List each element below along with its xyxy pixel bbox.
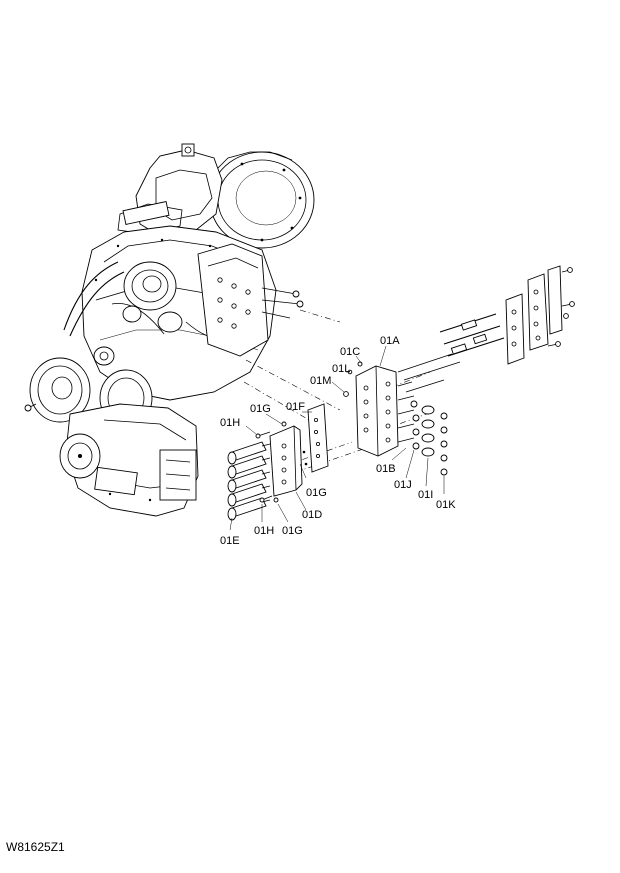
- leader-lines: [229, 345, 445, 531]
- valve-body-01A: [355, 365, 399, 457]
- converter-housing: [209, 151, 315, 249]
- connector-tubes: [397, 313, 505, 393]
- solenoid-block-01D: [269, 403, 329, 497]
- callout-01J: 01J: [394, 479, 412, 491]
- callout-01H-top: 01H: [220, 417, 240, 429]
- transmission-assembly: [24, 143, 315, 517]
- screws-01H-01G: [255, 421, 287, 503]
- callout-01E: 01E: [220, 535, 240, 547]
- callout-01L: 01L: [332, 363, 350, 375]
- callout-01D: 01D: [302, 509, 322, 521]
- callout-01C: 01C: [340, 346, 360, 358]
- cover-plates: [505, 265, 575, 365]
- center-lines: [243, 309, 433, 473]
- callout-01A: 01A: [380, 335, 400, 347]
- callout-01K: 01K: [436, 499, 456, 511]
- callout-01B: 01B: [376, 463, 396, 475]
- upper-housing: [117, 143, 223, 237]
- callout-01I: 01I: [418, 489, 433, 501]
- figure-code: W81625Z1: [6, 840, 65, 854]
- callout-01G-right: 01G: [306, 487, 327, 499]
- solenoid-coils-01E: [227, 441, 271, 521]
- spool-set: [397, 381, 448, 476]
- callout-01F: 01F: [286, 401, 305, 413]
- callout-01G-top: 01G: [250, 403, 271, 415]
- callout-01G-bottom: 01G: [282, 525, 303, 537]
- callout-01M: 01M: [310, 375, 331, 387]
- lower-gearbox: [59, 403, 199, 517]
- valve-mount-block: [197, 243, 304, 357]
- callout-labels: 01A 01C 01L 01M 01G 01F 01H 01B 01J 01G …: [220, 335, 456, 547]
- callout-01H-bottom: 01H: [254, 525, 274, 537]
